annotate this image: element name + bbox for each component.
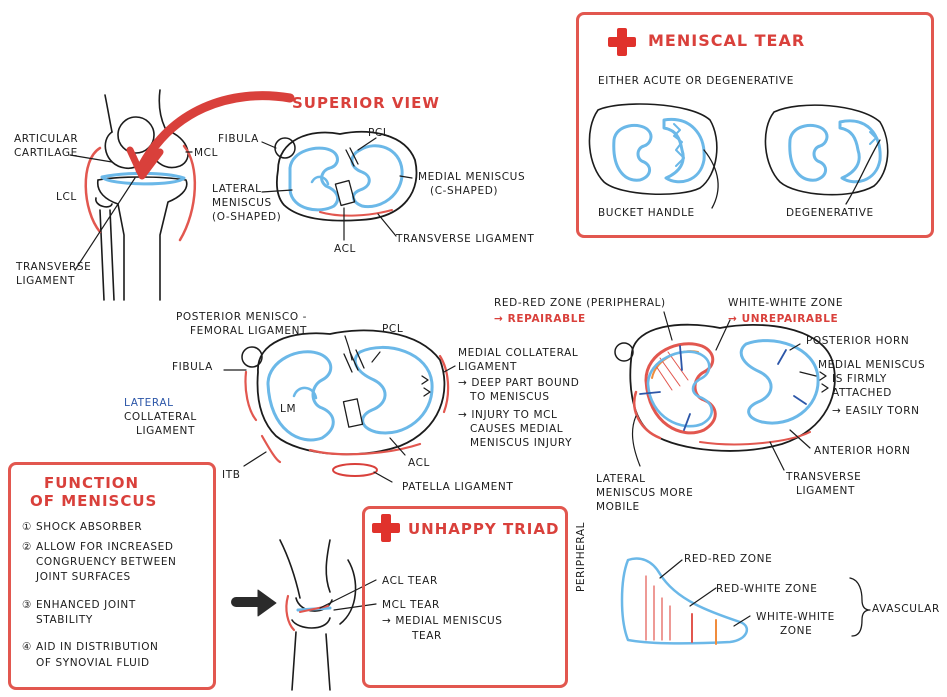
triad-cross-icon — [372, 514, 400, 542]
collateral-label-2: LIGAMENT — [136, 425, 196, 437]
mid-pcl-label: PCL — [382, 323, 404, 335]
zone-red-white-label: RED-WHITE ZONE — [716, 583, 818, 595]
function-item-3: ③ ENHANCED JOINT — [22, 599, 136, 611]
medial-firmly-label-2: IS FIRMLY — [832, 373, 887, 385]
medial-tear-label: → MEDIAL MENISCUS — [382, 615, 503, 627]
repairable-label: → REPAIRABLE — [494, 313, 586, 325]
articular-cartilage-label-2: CARTILAGE — [14, 147, 78, 159]
deep-part-label-2: TO MENISCUS — [470, 391, 550, 403]
acl-tear-label: ACL TEAR — [382, 575, 438, 587]
injury-label: → INJURY TO MCL — [458, 409, 558, 421]
function-item-1: ① SHOCK ABSORBER — [22, 521, 143, 533]
zone-red-red-label: RED-RED ZONE — [684, 553, 773, 565]
arrow-head — [126, 146, 164, 180]
lcl-band — [84, 146, 102, 234]
acl-label: ACL — [334, 243, 356, 255]
function-title: FUNCTION — [44, 474, 140, 492]
meniscal-tear-subtitle: EITHER ACUTE OR DEGENERATIVE — [598, 75, 794, 87]
mid-fibula-label: FIBULA — [172, 361, 213, 373]
medial-firmly-label: MEDIAL MENISCUS — [818, 359, 926, 371]
red-red-zone-label: RED-RED ZONE (PERIPHERAL) — [494, 297, 666, 309]
itb-label: ITB — [222, 469, 241, 481]
mcl-tear-label: MCL TEAR — [382, 599, 440, 611]
function-box — [8, 462, 216, 690]
fibula-label: FIBULA — [218, 133, 259, 145]
bucket-handle-label: BUCKET HANDLE — [598, 207, 695, 219]
mcl-label: MCL — [194, 147, 219, 159]
unhappy-triad-title: UNHAPPY TRIAD — [408, 520, 560, 538]
white-white-zone-label: WHITE-WHITE ZONE — [728, 297, 844, 309]
transverse-ligament-label: TRANSVERSE — [16, 261, 92, 273]
lcl-label: LCL — [56, 191, 77, 203]
function-item-4: ④ AID IN DISTRIBUTION — [22, 641, 159, 653]
function-item-4b: OF SYNOVIAL FLUID — [36, 657, 150, 669]
pcl-label: PCL — [368, 127, 390, 139]
superior-view-arrow — [135, 91, 295, 175]
meniscal-tear-title: MENISCAL TEAR — [648, 31, 806, 50]
meniscal-tear-box — [576, 12, 934, 238]
transverse-ligament-label-2: LIGAMENT — [16, 275, 76, 287]
medial-tear-label-2: TEAR — [412, 630, 442, 642]
transverse-zones-label-2: LIGAMENT — [796, 485, 856, 497]
lateral-meniscus-label-3: (O-SHAPED) — [212, 211, 282, 223]
lateral-mobile-label-3: MOBILE — [596, 501, 640, 513]
medial-firmly-label-3: ATTACHED — [832, 387, 892, 399]
front-meniscus — [100, 171, 186, 186]
unhappy-triad-knee — [279, 539, 357, 691]
mcl-band — [178, 144, 197, 242]
superior-view-drawing — [274, 131, 418, 222]
injury-label-2: CAUSES MEDIAL — [470, 423, 564, 435]
posterior-menisco-label: POSTERIOR MENISCO - — [176, 311, 308, 323]
transverse-zones-label: TRANSVERSE — [786, 471, 862, 483]
posterior-horn-label: POSTERIOR HORN — [806, 335, 910, 347]
peripheral-label: PERIPHERAL — [575, 521, 587, 592]
easily-torn-label: → EASILY TORN — [832, 405, 920, 417]
lateral-mobile-label-2: MENISCUS MORE — [596, 487, 694, 499]
medial-meniscus-label-2: (C-SHAPED) — [430, 185, 499, 197]
tear-drawings — [588, 103, 889, 196]
medial-meniscus-label: MEDIAL MENISCUS — [418, 171, 526, 183]
medial-collateral-label-2: LIGAMENT — [458, 361, 518, 373]
zones-superior-view — [614, 323, 836, 452]
lm-label: LM — [280, 403, 297, 415]
zone-chart — [620, 557, 871, 645]
mid-acl-label: ACL — [408, 457, 430, 469]
unhappy-triad-box — [362, 506, 568, 688]
articular-cartilage-label: ARTICULAR — [14, 133, 79, 145]
function-item-3b: STABILITY — [36, 614, 93, 626]
collateral-label: COLLATERAL — [124, 411, 197, 423]
unrepairable-label: → UNREPAIRABLE — [728, 313, 839, 325]
lateral-label: LATERAL — [124, 397, 174, 409]
mid-superior-view — [241, 329, 450, 477]
posterior-menisco-label-2: FEMORAL LIGAMENT — [190, 325, 308, 337]
superior-view-title: SUPERIOR VIEW — [292, 94, 440, 112]
anterior-horn-label: ANTERIOR HORN — [814, 445, 911, 457]
function-title-2: OF MENISCUS — [30, 492, 158, 510]
transverse-ligament-top-label: TRANSVERSE LIGAMENT — [396, 233, 535, 245]
red-cross-icon — [608, 28, 636, 56]
lateral-meniscus-label-2: MENISCUS — [212, 197, 272, 209]
zone-white-white-label-2: ZONE — [780, 625, 813, 637]
lateral-meniscus-label: LATERAL — [212, 183, 262, 195]
degenerative-label: DEGENERATIVE — [786, 207, 874, 219]
function-item-2: ② ALLOW FOR INCREASED — [22, 541, 174, 553]
function-item-2b: CONGRUENCY BETWEEN — [36, 556, 177, 568]
lateral-mobile-label: LATERAL — [596, 473, 646, 485]
zone-white-white-label: WHITE-WHITE — [756, 611, 835, 623]
deep-part-label: → DEEP PART BOUND — [458, 377, 580, 389]
avascular-label: AVASCULAR — [872, 603, 940, 615]
function-item-2c: JOINT SURFACES — [36, 571, 131, 583]
medial-collateral-label: MEDIAL COLLATERAL — [458, 347, 579, 359]
injury-label-3: MENISCUS INJURY — [470, 437, 573, 449]
patella-ligament-label: PATELLA LIGAMENT — [402, 481, 514, 493]
